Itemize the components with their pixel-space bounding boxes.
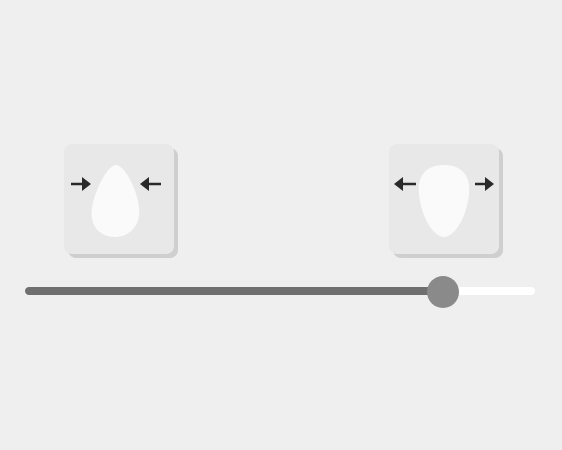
wide-shape-graphic [394, 165, 494, 237]
narrow-drop-shape-icon [91, 165, 140, 237]
arrow-right-icon [71, 177, 91, 191]
arrow-left-icon [140, 177, 161, 191]
slider-thumb[interactable] [427, 276, 459, 308]
shape-width-slider[interactable] [25, 276, 535, 308]
wide-drop-shape-icon [418, 165, 470, 237]
wide-shape-button[interactable] [389, 144, 499, 254]
arrow-left-icon [394, 177, 416, 191]
narrow-shape-graphic [71, 165, 161, 237]
arrow-right-icon [475, 177, 494, 191]
narrow-shape-button[interactable] [64, 144, 174, 254]
slider-fill [25, 287, 443, 295]
